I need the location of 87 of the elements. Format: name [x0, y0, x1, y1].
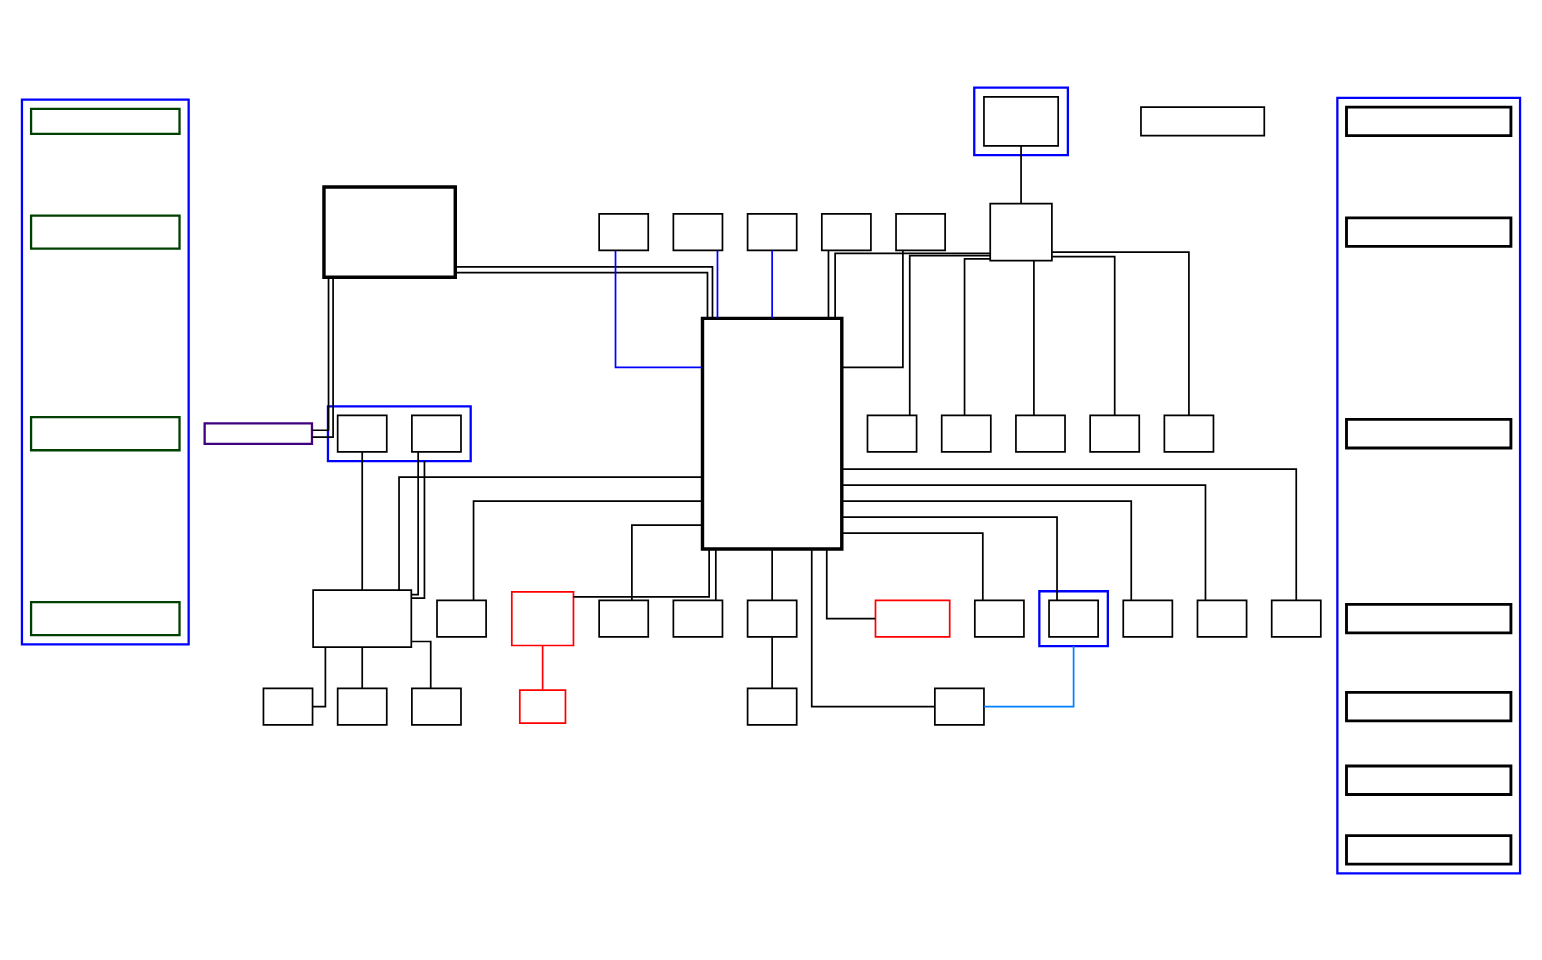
node-box [1345, 105, 1513, 137]
connector [311, 276, 334, 438]
connector [311, 646, 327, 707]
connector [541, 644, 544, 690]
node-box [989, 202, 1053, 262]
node-box [746, 686, 798, 726]
node-box [895, 212, 946, 251]
node-box [598, 212, 650, 251]
connector [827, 249, 830, 319]
connector [840, 515, 1058, 601]
node-box [336, 686, 388, 726]
connector [410, 459, 426, 599]
connector [716, 249, 719, 319]
node-box [29, 415, 181, 451]
cluster [973, 86, 1070, 156]
node-box [1140, 105, 1266, 136]
node-box [29, 213, 181, 250]
node-box [1345, 833, 1513, 866]
node-box [322, 184, 457, 279]
node-box [983, 95, 1060, 147]
node-box [1015, 414, 1066, 453]
node-box [746, 212, 798, 251]
connector [361, 450, 364, 591]
node-box [940, 414, 992, 453]
connector [771, 635, 773, 689]
connector [631, 523, 704, 601]
node-box [672, 599, 724, 638]
node-box [1270, 599, 1322, 638]
node-box [598, 599, 650, 638]
connector [311, 276, 330, 431]
connector [840, 499, 1133, 601]
node-box [1163, 414, 1215, 453]
node-box [1122, 599, 1174, 638]
connector [834, 251, 991, 319]
node-box [518, 688, 567, 724]
connector [841, 531, 984, 601]
node-box [672, 212, 724, 251]
node-box [262, 686, 314, 726]
connector [410, 450, 420, 596]
node-box [312, 588, 413, 648]
cluster [326, 404, 472, 462]
node-box [1089, 414, 1141, 453]
node-box [700, 316, 844, 551]
connector [572, 547, 710, 598]
connector [841, 483, 1207, 601]
connector [983, 644, 1075, 707]
connector [398, 475, 704, 591]
node-box [1048, 599, 1099, 638]
connector [771, 249, 773, 319]
node-box [436, 599, 487, 638]
node-box [29, 600, 181, 636]
connector [714, 547, 717, 601]
node-box [973, 599, 1025, 638]
cluster [20, 98, 190, 645]
node-box [1345, 215, 1513, 248]
node-box [1345, 417, 1513, 449]
connector [810, 547, 936, 707]
connector [361, 646, 364, 689]
node-box [874, 599, 951, 638]
node-box [1345, 764, 1513, 796]
node-box [1345, 690, 1513, 722]
node-box [746, 599, 798, 638]
connector [908, 254, 991, 416]
connector [614, 249, 703, 368]
connector [1020, 144, 1022, 204]
node-box [411, 686, 462, 726]
connector [1051, 250, 1190, 416]
node-box [1345, 602, 1513, 634]
connector [841, 467, 1298, 601]
node-box [934, 686, 985, 726]
node-box [1196, 599, 1248, 638]
node-box [820, 212, 872, 251]
node-box [510, 590, 575, 646]
cluster [1336, 96, 1522, 874]
connector [472, 499, 703, 601]
cluster [1038, 589, 1109, 647]
connector [1051, 255, 1116, 416]
node-box [203, 421, 314, 445]
node-box [866, 414, 918, 453]
connector [1033, 259, 1035, 416]
connector [963, 257, 991, 416]
node-box [29, 107, 181, 135]
connector [825, 547, 877, 619]
connector [771, 547, 773, 601]
connector [841, 249, 904, 368]
node-box [411, 414, 462, 453]
node-box [336, 414, 388, 453]
